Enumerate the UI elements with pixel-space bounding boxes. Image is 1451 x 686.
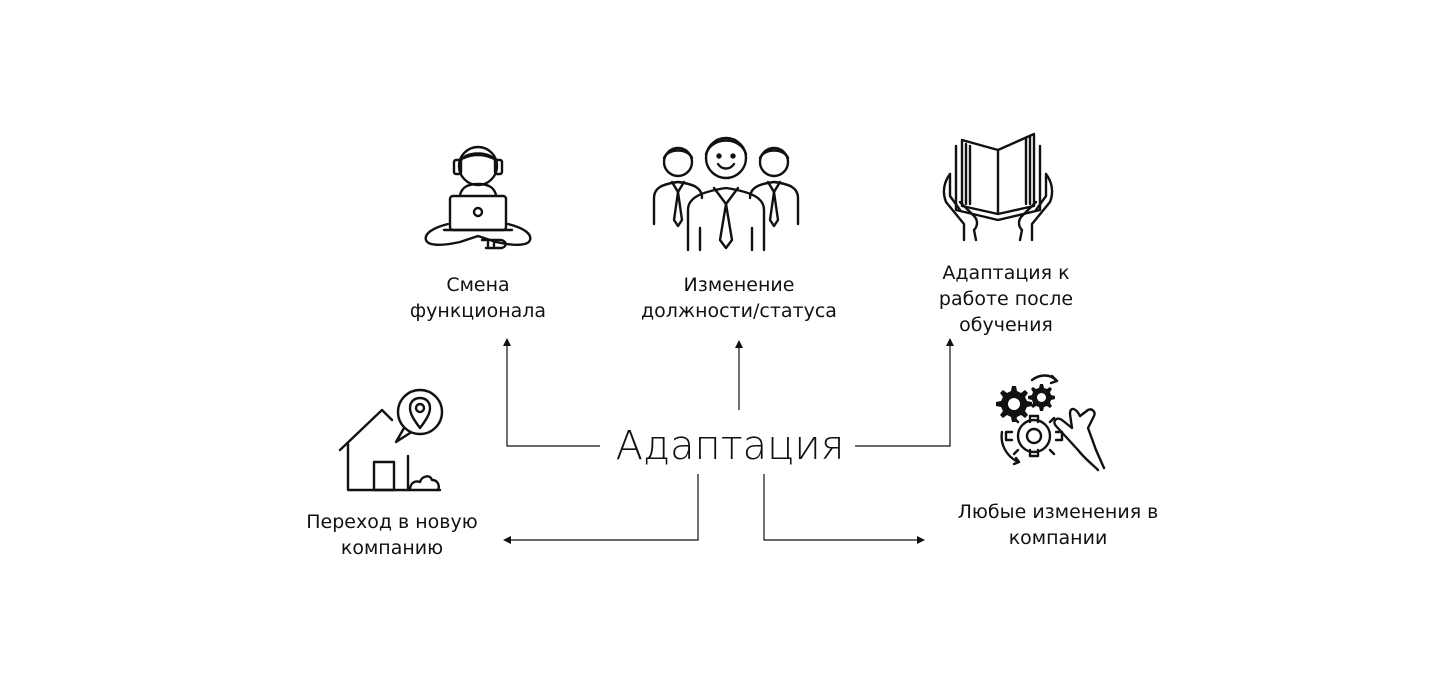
book-hands-icon [942, 132, 1054, 242]
label-function-change-line2: функционала [409, 300, 547, 322]
label-after-training-line3: обучения [959, 314, 1053, 336]
label-new-company-line1: Переход в новую [306, 511, 478, 533]
arrow-to-after-training [855, 338, 954, 447]
label-position-change-line1: Изменение [683, 274, 795, 296]
center-title: Адаптация [615, 423, 845, 469]
label-position-change-line2: должности/статуса [641, 300, 837, 322]
label-company-changes-line1: Любые изменения в [957, 501, 1159, 523]
label-function-change-line1: Смена [446, 274, 510, 296]
label-new-company-line2: компанию [340, 537, 444, 559]
team-icon [652, 136, 800, 252]
gears-hand-icon [996, 374, 1106, 472]
label-position-change: Изменение должности/статуса [608, 272, 870, 324]
label-after-training-line2: работе после [938, 288, 1074, 310]
arrow-to-company-changes [763, 474, 925, 544]
label-company-changes-line2: компании [1008, 527, 1108, 549]
label-function-change: Смена функционала [368, 272, 588, 324]
label-new-company: Переход в новую компанию [272, 509, 512, 561]
label-after-training-line1: Адаптация к [942, 262, 1070, 284]
arrow-to-function-change [503, 338, 600, 447]
house-location-icon [338, 388, 444, 492]
label-after-training: Адаптация к работе после обучения [890, 260, 1122, 338]
label-company-changes: Любые изменения в компании [922, 499, 1194, 551]
headphones-laptop-icon [424, 145, 532, 250]
arrow-to-new-company [503, 474, 699, 544]
